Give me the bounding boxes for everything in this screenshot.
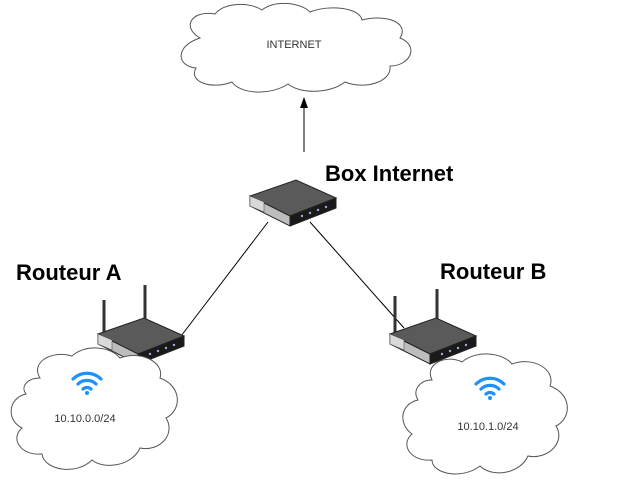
router-icon: [249, 179, 337, 227]
router-b: Routeur B: [389, 259, 546, 365]
box-internet-label: Box Internet: [325, 161, 454, 186]
subnet-b-label: 10.10.1.0/24: [457, 421, 518, 433]
link-box-to-router-a: [177, 221, 269, 341]
router-a: Routeur A: [16, 260, 185, 365]
router-icon: [389, 317, 477, 365]
router-a-label: Routeur A: [16, 260, 122, 285]
router-b-label: Routeur B: [440, 259, 546, 284]
subnet-cloud-a: 10.10.0.0/24: [10, 347, 178, 470]
internet-label: INTERNET: [267, 39, 322, 51]
internet-cloud: INTERNET: [180, 3, 412, 93]
link-box-to-router-b: [309, 221, 405, 329]
cloud-icon: [402, 353, 568, 475]
subnet-a-label: 10.10.0.0/24: [54, 413, 115, 425]
cloud-icon: [10, 347, 178, 470]
subnet-cloud-b: 10.10.1.0/24: [402, 353, 568, 475]
box-internet: Box Internet: [249, 161, 454, 227]
cloud-icon: [180, 3, 412, 93]
arrow-up-icon: [300, 97, 308, 152]
